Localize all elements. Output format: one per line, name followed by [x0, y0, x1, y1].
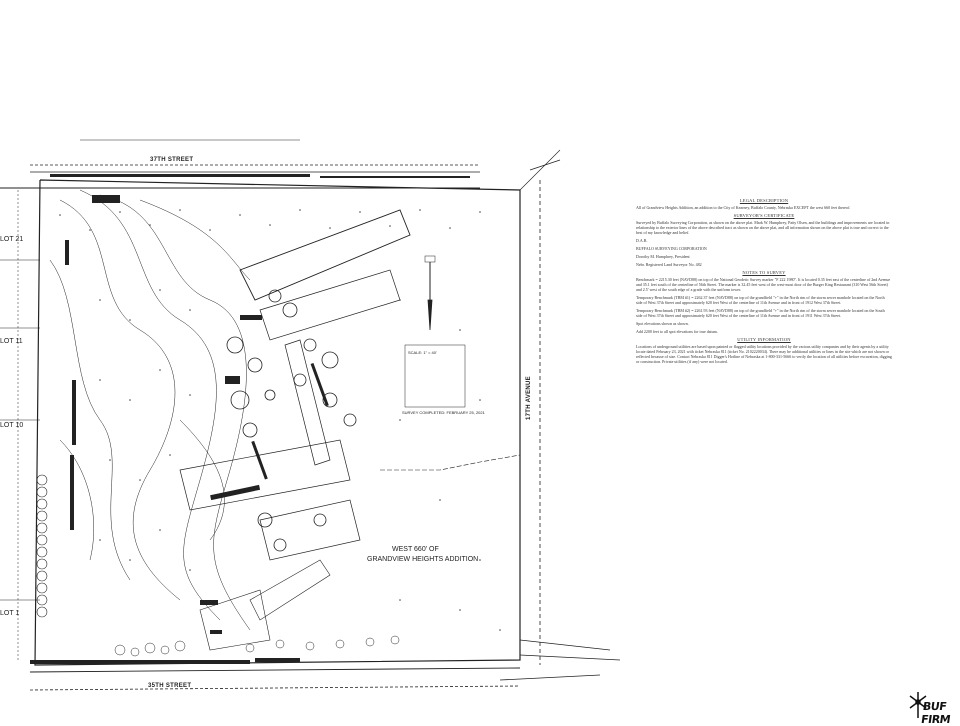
company-name: BUFFALO SURVEYING CORPORATION — [636, 246, 707, 251]
certificate-text: Surveyed by Buffalo Surveying Corporatio… — [636, 220, 890, 235]
survey-note-4: Spot elevations shown as shown. — [636, 321, 689, 326]
legal-text: All of Grandview Heights Addition, an ad… — [636, 205, 851, 210]
lot-label-1: LOT 1 — [0, 610, 20, 617]
survey-note-1: Benchmark = 2215.30 feet (NAVD88) on top… — [636, 277, 891, 292]
survey-completed: SURVEY COMPLETED: FEBRUARY 25, 2021 — [402, 410, 485, 415]
utility-heading: UTILITY INFORMATION — [737, 337, 791, 342]
survey-note-3: Temporary Benchmark (TBM #2) = 2261.93 f… — [636, 308, 885, 318]
legal-heading: LEGAL DESCRIPTION — [739, 198, 789, 203]
company-logo-text: BUF FIRM — [920, 700, 952, 726]
addition-line-2: GRANDVIEW HEIGHTS ADDITION — [367, 556, 479, 563]
bottom-street-label: 35TH STREET — [148, 683, 192, 689]
survey-note-2: Temporary Benchmark (TBM #1) = 2262.37 f… — [636, 295, 885, 305]
survey-notes-panel: LEGAL DESCRIPTION All of Grandview Heigh… — [636, 196, 892, 367]
certificate-date: D.A.B. — [636, 238, 648, 243]
right-avenue-label: 17TH AVENUE — [526, 376, 532, 420]
utility-text: Locations of underground utilities are b… — [636, 344, 892, 364]
signer-registration: Nebr. Registered Land Surveyor No. 482 — [636, 262, 702, 267]
lot-label-21: LOT 21 — [0, 236, 24, 243]
legend-scale: SCALE: 1" = 40' — [408, 350, 437, 355]
survey-note-5: Add 2200 feet to all spot elevations for… — [636, 329, 718, 334]
survey-notes-heading: NOTES TO SURVEY — [742, 270, 786, 275]
addition-line-1: WEST 660' OF — [392, 546, 439, 553]
certificate-heading: SURVEYOR'S CERTIFICATE — [733, 213, 795, 218]
top-street-label: 37TH STREET — [150, 157, 194, 163]
windmill-icon — [909, 692, 927, 718]
lot-label-10: LOT 10 — [0, 422, 24, 429]
signer-name: Dorothy M. Humphrey, President — [636, 254, 690, 259]
lot-label-11: LOT 11 — [0, 338, 23, 345]
